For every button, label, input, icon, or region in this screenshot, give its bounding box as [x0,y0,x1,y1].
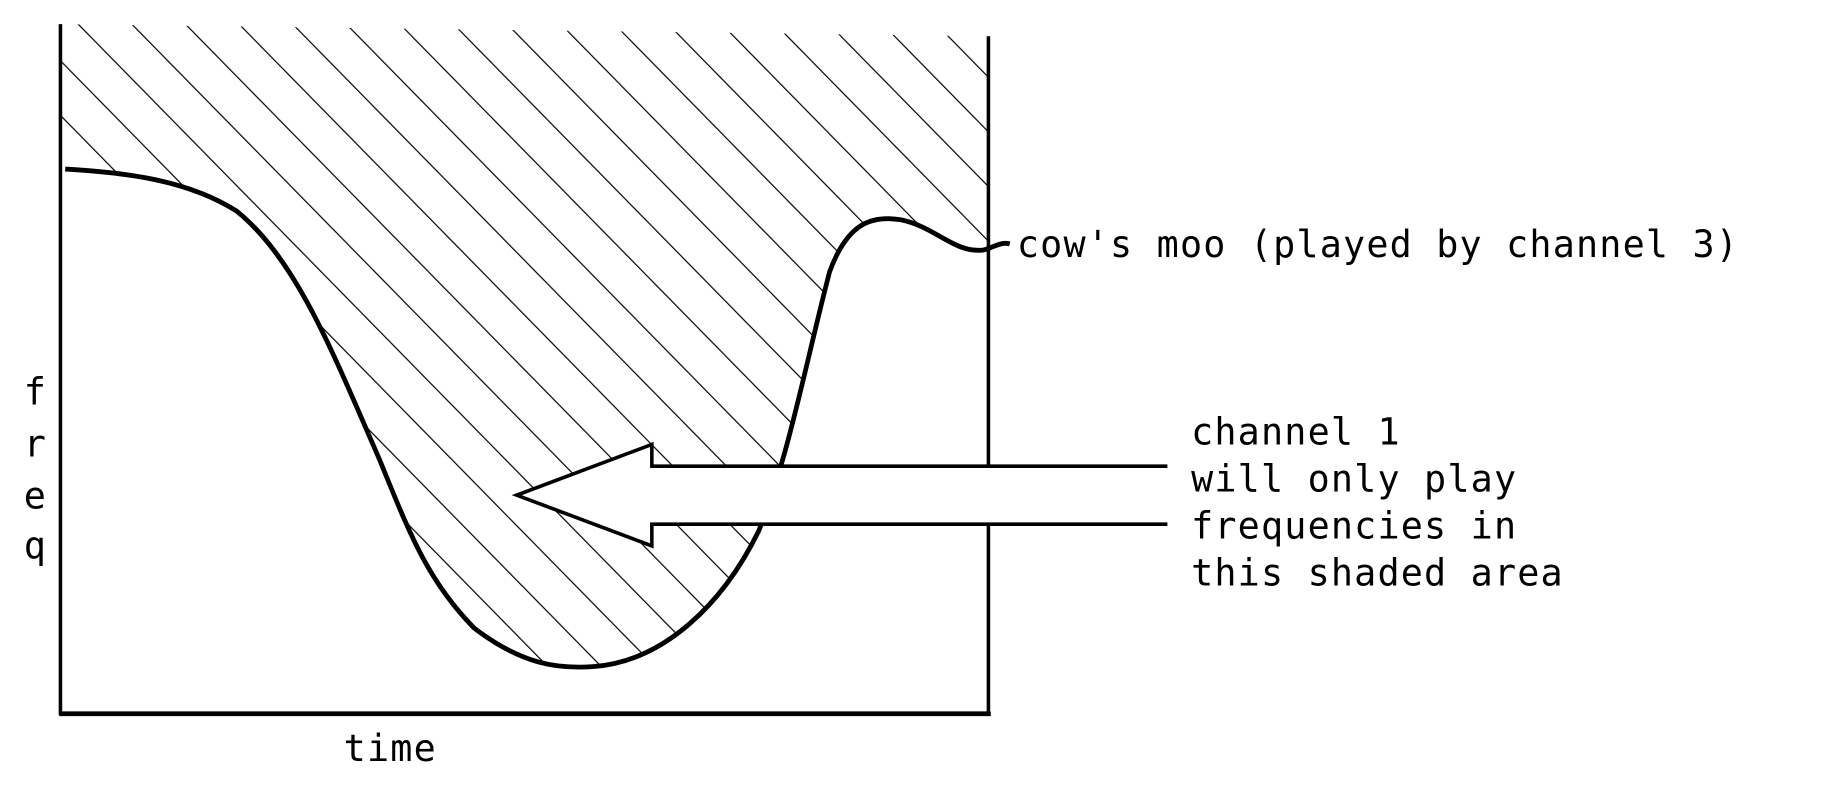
note-line-3: frequencies in [1191,504,1517,547]
y-label-r: r [24,422,47,465]
y-label-q: q [24,524,47,567]
y-label-f: f [24,370,47,413]
arrow-pointer [511,441,1168,549]
note-line-1: channel 1 [1191,410,1401,453]
note-line-4: this shaded area [1191,551,1564,594]
moo-frequency-curve [65,166,1011,670]
note-line-2: will only play [1191,457,1517,500]
curve-label: cow's moo (played by channel 3) [1017,223,1739,266]
x-axis-label: time [344,727,437,770]
y-label-e: e [24,474,47,517]
